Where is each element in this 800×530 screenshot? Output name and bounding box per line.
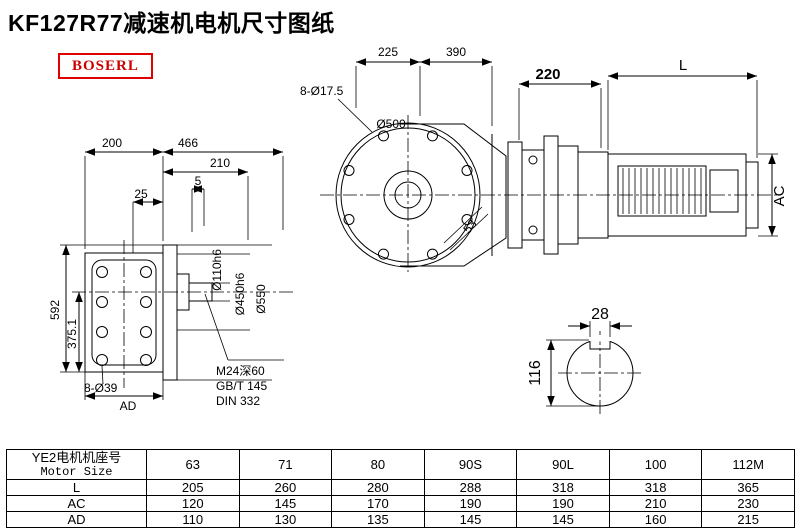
boserl-logo-text: BOSERL — [72, 58, 139, 74]
dim-label-375-1: 375.1 — [65, 319, 79, 349]
thread-note-gbt: GB/T 145 — [216, 379, 267, 393]
side-view-dimensions — [60, 148, 284, 400]
table-col-header: 71 — [238, 449, 333, 480]
table-cell: 318 — [608, 479, 703, 496]
dim-label-d500: Ø500 — [376, 117, 406, 131]
technical-drawing: 225 390 8-Ø17.5 Ø500 53 — [48, 45, 788, 415]
table-cell: 145 — [238, 495, 333, 512]
table-cell: 190 — [516, 495, 610, 512]
motor-size-table: YE2电机机座号 Motor Size 63 71 80 90S 90L 100… — [6, 449, 795, 528]
dim-label-L: L — [679, 57, 687, 74]
table-cell: 288 — [423, 479, 518, 496]
table-header-cn: YE2电机机座号 — [31, 449, 122, 465]
table-cell: 110 — [146, 511, 240, 528]
dim-label-25: 25 — [134, 187, 148, 201]
table-header-en: Motor Size — [40, 464, 113, 479]
table-header-motor-size: YE2电机机座号 Motor Size — [6, 449, 147, 480]
dim-label-AD: AD — [120, 399, 137, 413]
thread-note-m24: M24深60 — [216, 364, 265, 378]
table-row-L: L 205 260 280 288 318 318 365 — [6, 479, 795, 496]
dim-label-592: 592 — [48, 300, 62, 320]
dim-label-5: 5 — [195, 174, 202, 188]
dim-label-210: 210 — [210, 156, 230, 170]
table-cell: 210 — [608, 495, 703, 512]
table-row-label: AC — [6, 495, 147, 512]
table-row-label: AD — [6, 511, 147, 528]
dim-label-466: 466 — [178, 136, 198, 150]
page-title: KF127R77减速机电机尺寸图纸 — [8, 10, 335, 36]
front-view-dimensions — [337, 58, 493, 133]
table-cell: 365 — [701, 479, 795, 496]
table-cell: 318 — [516, 479, 610, 496]
motor-dimensions — [518, 72, 778, 237]
dim-label-116: 116 — [527, 360, 544, 386]
motor-view — [507, 135, 759, 255]
table-col-header: 90S — [423, 449, 518, 480]
dim-label-220: 220 — [535, 66, 560, 83]
side-view — [84, 244, 213, 381]
table-col-header: 112M — [701, 449, 795, 480]
dim-label-d550: Ø550 — [254, 284, 268, 314]
table-cell: 170 — [331, 495, 425, 512]
table-cell: 160 — [608, 511, 703, 528]
bolt-holes-label-front: 8-Ø17.5 — [300, 84, 344, 98]
table-cell: 205 — [146, 479, 240, 496]
table-cell: 230 — [701, 495, 795, 512]
dim-label-d450: Ø450h6 — [233, 272, 247, 315]
table-col-header: 100 — [608, 449, 703, 480]
dim-label-AC: AC — [771, 185, 788, 206]
table-cell: 190 — [423, 495, 518, 512]
table-header-row: YE2电机机座号 Motor Size 63 71 80 90S 90L 100… — [6, 449, 795, 480]
table-cell: 135 — [331, 511, 425, 528]
dim-label-28: 28 — [591, 306, 609, 323]
dim-label-d110: Ø110h6 — [210, 249, 224, 291]
table-col-header: 80 — [331, 449, 425, 480]
table-row-AC: AC 120 145 170 190 190 210 230 — [6, 495, 795, 512]
front-view — [335, 122, 507, 268]
table-cell: 145 — [423, 511, 518, 528]
table-row-label: L — [6, 479, 147, 496]
dim-label-390: 390 — [446, 45, 466, 59]
table-col-header: 90L — [516, 449, 610, 480]
table-cell: 145 — [516, 511, 610, 528]
table-cell: 260 — [238, 479, 333, 496]
table-col-header: 63 — [146, 449, 240, 480]
centerlines — [72, 115, 780, 415]
bolt-holes-label-side: 8-Ø39 — [84, 381, 118, 395]
table-cell: 280 — [331, 479, 425, 496]
table-cell: 120 — [146, 495, 240, 512]
table-row-AD: AD 110 130 135 145 145 160 215 — [6, 511, 795, 528]
thread-note-din: DIN 332 — [216, 394, 260, 408]
shaft-section-dimensions — [546, 321, 632, 407]
boserl-logo: BOSERL — [58, 53, 153, 79]
dim-label-200: 200 — [102, 136, 122, 150]
dim-label-225: 225 — [378, 45, 398, 59]
table-cell: 130 — [238, 511, 333, 528]
table-cell: 215 — [701, 511, 795, 528]
